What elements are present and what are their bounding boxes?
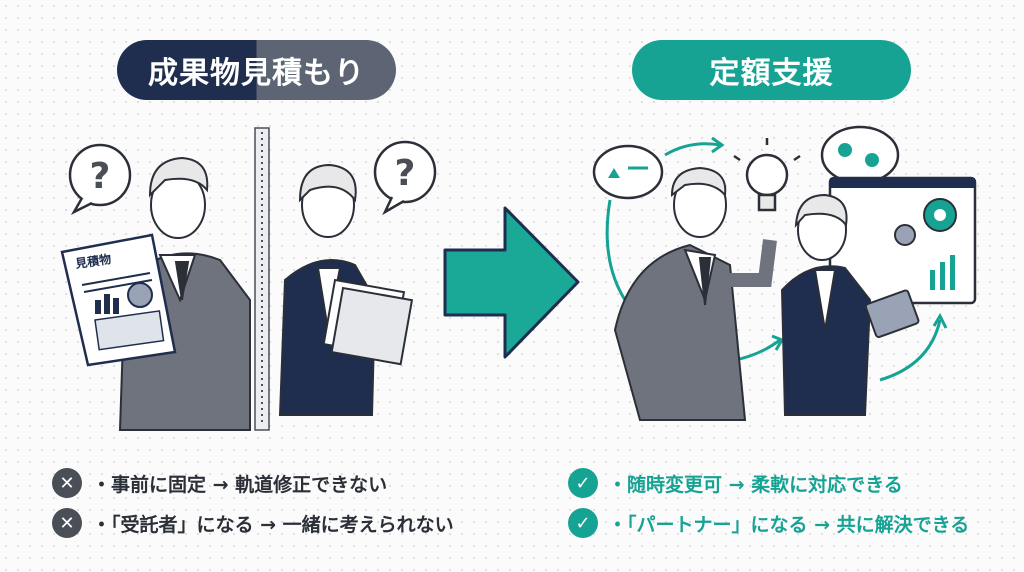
bullet-text: ・随時変更可 → 柔軟に対応できる <box>608 473 903 496</box>
right-title: 定額支援 <box>709 56 834 91</box>
check-circle-icon: ✓ <box>568 508 598 538</box>
svg-text:?: ? <box>90 156 111 197</box>
dashboard-screen <box>828 176 977 305</box>
left-bullet-1: ✕ ・事前に固定 → 軌道修正できない <box>52 468 387 498</box>
left-title-pill: 成果物見積もり <box>117 40 396 100</box>
svg-text:?: ? <box>395 153 416 194</box>
right-bullet-2: ✓ ・「パートナー」になる → 共に解決できる <box>568 508 969 538</box>
lightbulb-icon <box>733 138 801 212</box>
svg-text:見積物: 見積物 <box>73 251 112 271</box>
bullet-text: ・「受託者」になる → 一緒に考えられない <box>92 513 454 536</box>
x-circle-icon: ✕ <box>52 508 82 538</box>
worried-woman-figure <box>278 163 414 416</box>
transition-arrow <box>443 206 580 359</box>
confident-man-figure <box>613 166 777 421</box>
question-bubble-icon: ? <box>373 140 437 216</box>
smiling-woman-figure <box>780 193 920 416</box>
bullet-text: ・「パートナー」になる → 共に解決できる <box>608 513 970 536</box>
left-title: 成果物見積もり <box>148 56 365 91</box>
ideas-cloud-icon <box>820 125 900 185</box>
divider-wall <box>254 127 270 431</box>
left-bullet-2: ✕ ・「受託者」になる → 一緒に考えられない <box>52 508 454 538</box>
right-title-pill: 定額支援 <box>632 40 911 100</box>
bullet-text: ・事前に固定 → 軌道修正できない <box>92 473 388 496</box>
thumbs-up-bubble-icon <box>592 144 664 200</box>
x-circle-icon: ✕ <box>52 468 82 498</box>
estimate-document: 見積物 <box>60 233 177 367</box>
question-bubble-icon: ? <box>68 143 132 215</box>
check-circle-icon: ✓ <box>568 468 598 498</box>
right-bullet-1: ✓ ・随時変更可 → 柔軟に対応できる <box>568 468 903 498</box>
